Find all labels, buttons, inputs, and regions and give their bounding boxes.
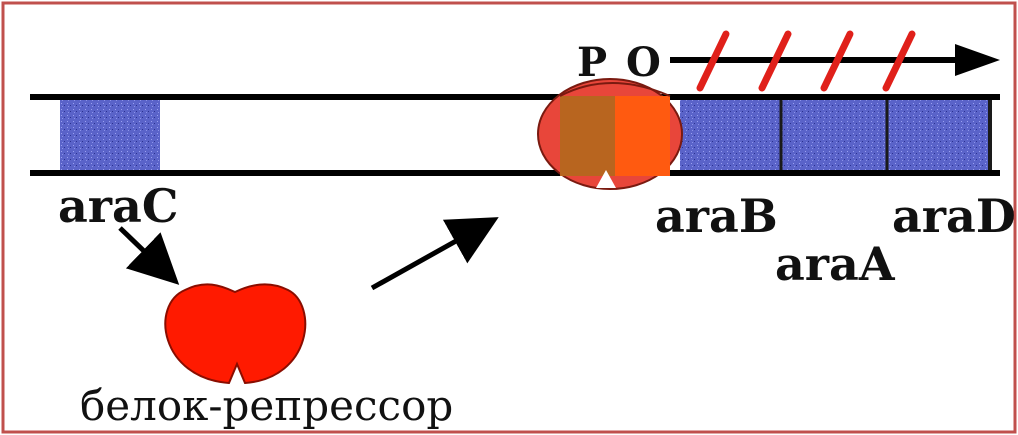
gene-label-araD: araD bbox=[892, 189, 1016, 243]
transcription-arrowhead bbox=[955, 44, 1000, 76]
gene-araD-block bbox=[888, 100, 988, 170]
promoter-label: P bbox=[577, 39, 607, 86]
gene-araA-block bbox=[782, 100, 886, 170]
repressor-caption: белок-репрессор bbox=[80, 381, 453, 430]
binding-arrow bbox=[372, 222, 490, 288]
gene-araC-block bbox=[60, 100, 160, 170]
bound-repressor-protein bbox=[538, 79, 682, 189]
free-repressor-protein bbox=[165, 284, 305, 383]
gene-label-araB: araB bbox=[655, 189, 778, 243]
gene-label-araA: araA bbox=[775, 237, 896, 291]
gene-label-araC: araC bbox=[58, 179, 178, 233]
operator-label: O bbox=[626, 39, 661, 86]
gene-araB-block bbox=[680, 100, 780, 170]
expression-arrow bbox=[120, 228, 172, 278]
